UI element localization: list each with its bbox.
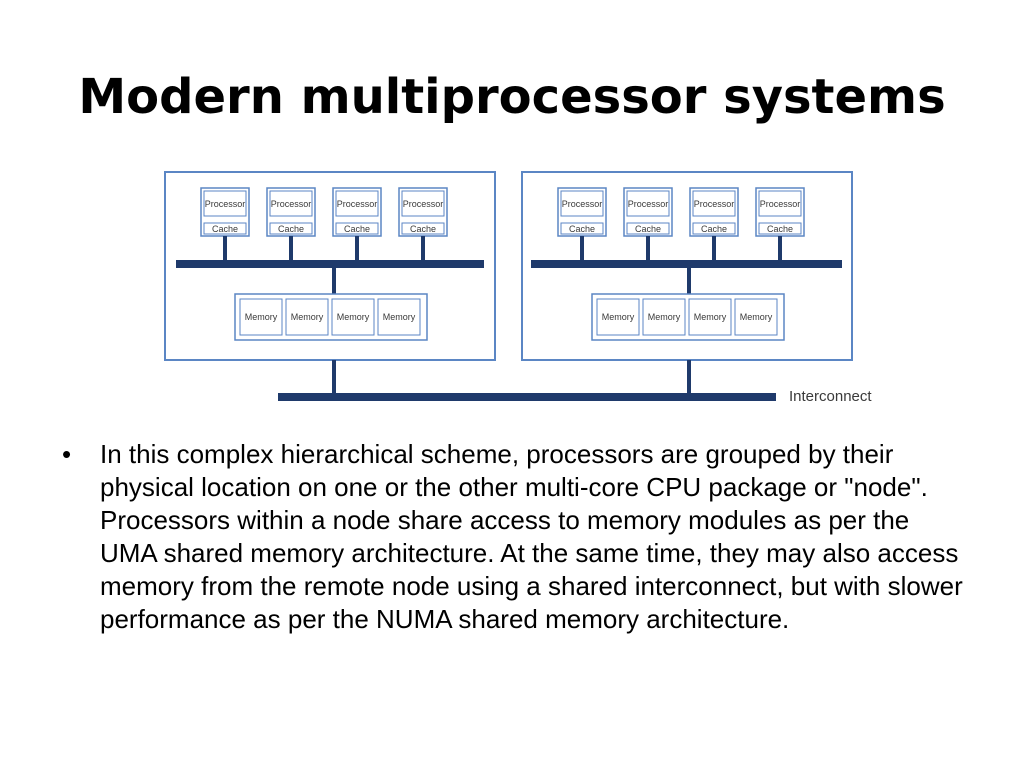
memory-box bbox=[285, 298, 329, 336]
processor-label: Processor bbox=[271, 199, 312, 209]
node-interconnect-link bbox=[687, 360, 691, 394]
processor-label: Processor bbox=[694, 199, 735, 209]
processor-label: Processor bbox=[760, 199, 801, 209]
processor-label: Processor bbox=[628, 199, 669, 209]
cache-cell bbox=[692, 222, 736, 235]
cache-label: Cache bbox=[278, 224, 304, 234]
cache-cell bbox=[269, 222, 313, 235]
cache-label: Cache bbox=[635, 224, 661, 234]
bullet-item: • In this complex hierarchical scheme, p… bbox=[62, 438, 972, 636]
cache-label: Cache bbox=[701, 224, 727, 234]
processor-bus-link bbox=[223, 236, 227, 260]
bullet-list: • In this complex hierarchical scheme, p… bbox=[62, 438, 972, 636]
memory-box bbox=[596, 298, 640, 336]
memory-label: Memory bbox=[602, 312, 635, 322]
node-interconnect-link bbox=[332, 360, 336, 394]
processor-label: Processor bbox=[562, 199, 603, 209]
cache-label: Cache bbox=[212, 224, 238, 234]
memory-label: Memory bbox=[648, 312, 681, 322]
processor-cell bbox=[203, 190, 247, 217]
interconnect-label: Interconnect bbox=[789, 388, 872, 405]
nodes-layer: ProcessorCacheProcessorCacheProcessorCac… bbox=[164, 171, 853, 394]
processor-bus-link bbox=[289, 236, 293, 260]
memory-label: Memory bbox=[694, 312, 727, 322]
cache-label: Cache bbox=[344, 224, 370, 234]
bus-memory-link bbox=[687, 268, 691, 294]
node-bus bbox=[176, 260, 484, 268]
cache-label: Cache bbox=[767, 224, 793, 234]
memory-label: Memory bbox=[291, 312, 324, 322]
processor-cell bbox=[758, 190, 802, 217]
memory-label: Memory bbox=[337, 312, 370, 322]
cache-label: Cache bbox=[410, 224, 436, 234]
cache-label: Cache bbox=[569, 224, 595, 234]
processor-label: Processor bbox=[205, 199, 246, 209]
processor-label: Processor bbox=[337, 199, 378, 209]
memory-box bbox=[642, 298, 686, 336]
node-1: ProcessorCacheProcessorCacheProcessorCac… bbox=[164, 171, 496, 394]
memory-label: Memory bbox=[740, 312, 773, 322]
processor-cell bbox=[269, 190, 313, 217]
node-2: ProcessorCacheProcessorCacheProcessorCac… bbox=[521, 171, 853, 394]
cache-cell bbox=[626, 222, 670, 235]
processor-bus-link bbox=[580, 236, 584, 260]
cache-cell bbox=[335, 222, 379, 235]
processor-cell bbox=[692, 190, 736, 217]
bullet-dot: • bbox=[62, 439, 72, 469]
processor-cell bbox=[626, 190, 670, 217]
cache-cell bbox=[203, 222, 247, 235]
processor-cell bbox=[560, 190, 604, 217]
processor-cell bbox=[335, 190, 379, 217]
cache-cell bbox=[401, 222, 445, 235]
processor-label: Processor bbox=[403, 199, 444, 209]
memory-label: Memory bbox=[383, 312, 416, 322]
processor-bus-link bbox=[646, 236, 650, 260]
processor-bus-link bbox=[712, 236, 716, 260]
processor-bus-link bbox=[355, 236, 359, 260]
memory-box bbox=[734, 298, 778, 336]
memory-box bbox=[688, 298, 732, 336]
processor-bus-link bbox=[421, 236, 425, 260]
cache-cell bbox=[758, 222, 802, 235]
memory-box bbox=[377, 298, 421, 336]
node-bus bbox=[531, 260, 842, 268]
interconnect-bus bbox=[278, 393, 776, 401]
cache-cell bbox=[560, 222, 604, 235]
processor-bus-link bbox=[778, 236, 782, 260]
bus-memory-link bbox=[332, 268, 336, 294]
memory-label: Memory bbox=[245, 312, 278, 322]
memory-box bbox=[239, 298, 283, 336]
memory-box bbox=[331, 298, 375, 336]
processor-cell bbox=[401, 190, 445, 217]
bullet-text: In this complex hierarchical scheme, pro… bbox=[100, 439, 963, 634]
slide-title: Modern multiprocessor systems bbox=[78, 69, 946, 125]
